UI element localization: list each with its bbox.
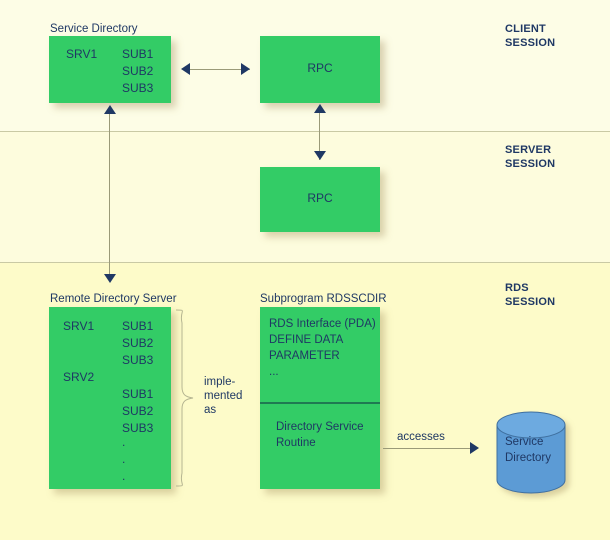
box-subprogram-rds-interface: RDS Interface (PDA) DEFINE DATA PARAMETE… xyxy=(269,318,376,378)
connector-servicedir-rpc-arrow-left xyxy=(181,63,190,75)
session-label-rds: RDS SESSION xyxy=(505,282,556,308)
box-server-rpc-label: RPC xyxy=(307,191,333,205)
connector-rpc-rpc-line xyxy=(319,112,320,160)
connector-accesses-line xyxy=(383,448,472,449)
box-server-rpc: RPC xyxy=(260,167,380,232)
box-subprogram-rdsscdir: RDS Interface (PDA) DEFINE DATA PARAMETE… xyxy=(260,307,380,489)
box-client-rpc-label: RPC xyxy=(307,61,333,75)
box-subprogram-divider xyxy=(260,402,380,404)
database-label: Service Directory xyxy=(505,436,552,464)
database-cylinder-service-directory xyxy=(496,411,566,494)
session-label-client: CLIENT SESSION xyxy=(505,23,556,49)
connector-rpc-rpc-arrow-down xyxy=(314,151,326,160)
session-divider-server-rds xyxy=(0,262,610,263)
label-implemented-as: imple- mented as xyxy=(204,376,243,416)
box-client-service-directory-subs: SUB1 SUB2 SUB3 xyxy=(122,47,154,95)
session-divider-client-server xyxy=(0,131,610,132)
box-rds-ellipsis: . . . xyxy=(122,435,127,483)
connector-servicedir-rpc-line xyxy=(190,69,250,70)
box-rds-servers: SRV1 SRV2 xyxy=(63,319,95,384)
connector-accesses-arrow xyxy=(470,442,479,454)
caption-service-directory: Service Directory xyxy=(50,23,138,35)
box-rds-subprograms: SUB1 SUB2 SUB3 SUB1 SUB2 SUB3 xyxy=(122,319,154,435)
caption-remote-directory-server: Remote Directory Server xyxy=(50,293,177,305)
caption-subprogram-rdsscdir: Subprogram RDSSCDIR xyxy=(260,293,387,305)
box-client-service-directory-servers: SRV1 xyxy=(66,47,98,61)
brace-implemented-as xyxy=(175,309,194,487)
box-client-rpc: RPC xyxy=(260,36,380,103)
box-subprogram-directory-service-routine: Directory Service Routine xyxy=(276,421,364,449)
connector-servicedir-rpc-arrow-right xyxy=(241,63,250,75)
connector-rds-servicedir-arrow-up xyxy=(104,105,116,114)
session-label-server: SERVER SESSION xyxy=(505,144,556,170)
box-remote-directory-server: SRV1 SRV2 SUB1 SUB2 SUB3 SUB1 SUB2 SUB3 … xyxy=(49,307,171,489)
box-client-service-directory: SRV1 SUB1 SUB2 SUB3 xyxy=(49,36,171,103)
connector-rds-servicedir-arrow-down xyxy=(104,274,116,283)
label-accesses: accesses xyxy=(397,431,445,443)
connector-rds-servicedir-line xyxy=(109,113,110,278)
connector-rpc-rpc-arrow-up xyxy=(314,104,326,113)
